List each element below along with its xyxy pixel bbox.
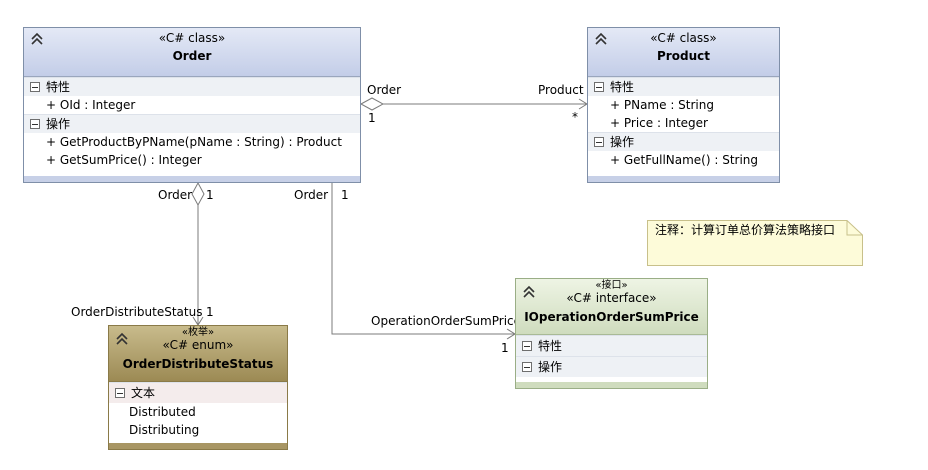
enum-value-item[interactable]: Distributing [129,423,200,437]
note-shape [647,220,863,266]
order-interface-source-mult: 1 [341,188,349,202]
enum-stereotype: «C# enum» [162,338,234,352]
order-operations-section[interactable]: 操作 [24,114,360,133]
order-product-source-mult: 1 [368,111,376,125]
order-class-name: Order [172,49,212,63]
product-class-name: Product [657,49,710,63]
product-class-header[interactable]: «C# class» Product [588,28,779,77]
collapse-chevron-icon[interactable] [115,332,129,346]
order-enum-target-role: OrderDistributeStatus [71,305,203,319]
note-text: 注释：计算订单总价算法策略接口 [655,223,836,237]
interface-stereotype: «C# interface» [566,291,657,305]
enum-name: OrderDistributeStatus [122,357,274,371]
order-class-stereotype: «C# class» [158,31,226,45]
order-operations-label: 操作 [46,117,71,131]
order-class-header[interactable]: «C# class» Order [24,28,360,77]
order-enum-source-mult: 1 [206,188,214,202]
minus-box-icon[interactable] [30,82,40,92]
enum-footer [109,443,287,449]
enum-text-label: 文本 [131,386,156,400]
minus-box-icon[interactable] [522,341,532,351]
order-operation-item[interactable]: + GetSumPrice() : Integer [46,153,202,167]
order-product-source-role: Order [367,83,402,97]
collapse-chevron-icon[interactable] [522,285,536,299]
enum-box[interactable]: «枚举» «C# enum» OrderDistributeStatus 文本 … [108,325,288,450]
order-enum-target-mult: 1 [206,305,214,319]
note-box[interactable]: 注释：计算订单总价算法策略接口 [647,220,863,266]
order-interface-target-role: OperationOrderSumPrice [371,314,522,328]
product-class[interactable]: «C# class» Product 特性 + PName : String +… [587,27,780,183]
interface-footer [516,382,707,388]
minus-box-icon[interactable] [594,82,604,92]
product-class-footer [588,176,779,182]
product-attributes-label: 特性 [610,80,635,94]
minus-box-icon[interactable] [115,388,125,398]
interface-attributes-label: 特性 [538,339,563,353]
collapse-chevron-icon[interactable] [594,32,608,46]
interface-operations-label: 操作 [538,360,563,374]
order-attribute-item[interactable]: + OId : Integer [46,98,136,112]
interface-box[interactable]: «接口» «C# interface» IOperationOrderSumPr… [515,278,708,389]
order-attributes-label: 特性 [46,80,71,94]
order-operation-item[interactable]: + GetProductByPName(pName : String) : Pr… [46,135,342,149]
product-attributes-section[interactable]: 特性 [588,77,779,96]
collapse-chevron-icon[interactable] [30,32,44,46]
product-attribute-item[interactable]: + Price : Integer [610,116,708,130]
order-product-target-mult: * [572,110,578,124]
order-enum-source-role: Order [158,188,193,202]
minus-box-icon[interactable] [30,119,40,129]
product-operation-item[interactable]: + GetFullName() : String [610,153,759,167]
order-class-footer [24,176,360,182]
interface-attributes-section[interactable]: 特性 [516,335,707,356]
enum-header[interactable]: «枚举» «C# enum» OrderDistributeStatus [109,326,287,382]
product-operations-label: 操作 [610,135,635,149]
order-attributes-section[interactable]: 特性 [24,77,360,96]
enum-value-item[interactable]: Distributed [129,405,196,419]
interface-operations-section[interactable]: 操作 [516,356,707,377]
order-interface-source-role: Order [294,188,329,202]
product-class-stereotype: «C# class» [650,31,717,45]
aggregation-diamond-icon [191,181,205,207]
interface-header[interactable]: «接口» «C# interface» IOperationOrderSumPr… [516,279,707,335]
minus-box-icon[interactable] [594,137,604,147]
order-interface-target-mult: 1 [501,341,509,355]
interface-name: IOperationOrderSumPrice [524,310,699,324]
order-product-target-role: Product [538,83,584,97]
aggregation-diamond-icon [359,97,385,111]
enum-stereotype-small: «枚举» [181,327,215,338]
minus-box-icon[interactable] [522,362,532,372]
interface-stereotype-small: «接口» [595,280,628,291]
product-attribute-item[interactable]: + PName : String [610,98,714,112]
enum-text-section[interactable]: 文本 [109,382,287,403]
order-class[interactable]: «C# class» Order 特性 + OId : Integer 操作 +… [23,27,361,183]
connector-order-interface[interactable] [331,183,515,335]
product-operations-section[interactable]: 操作 [588,132,779,151]
